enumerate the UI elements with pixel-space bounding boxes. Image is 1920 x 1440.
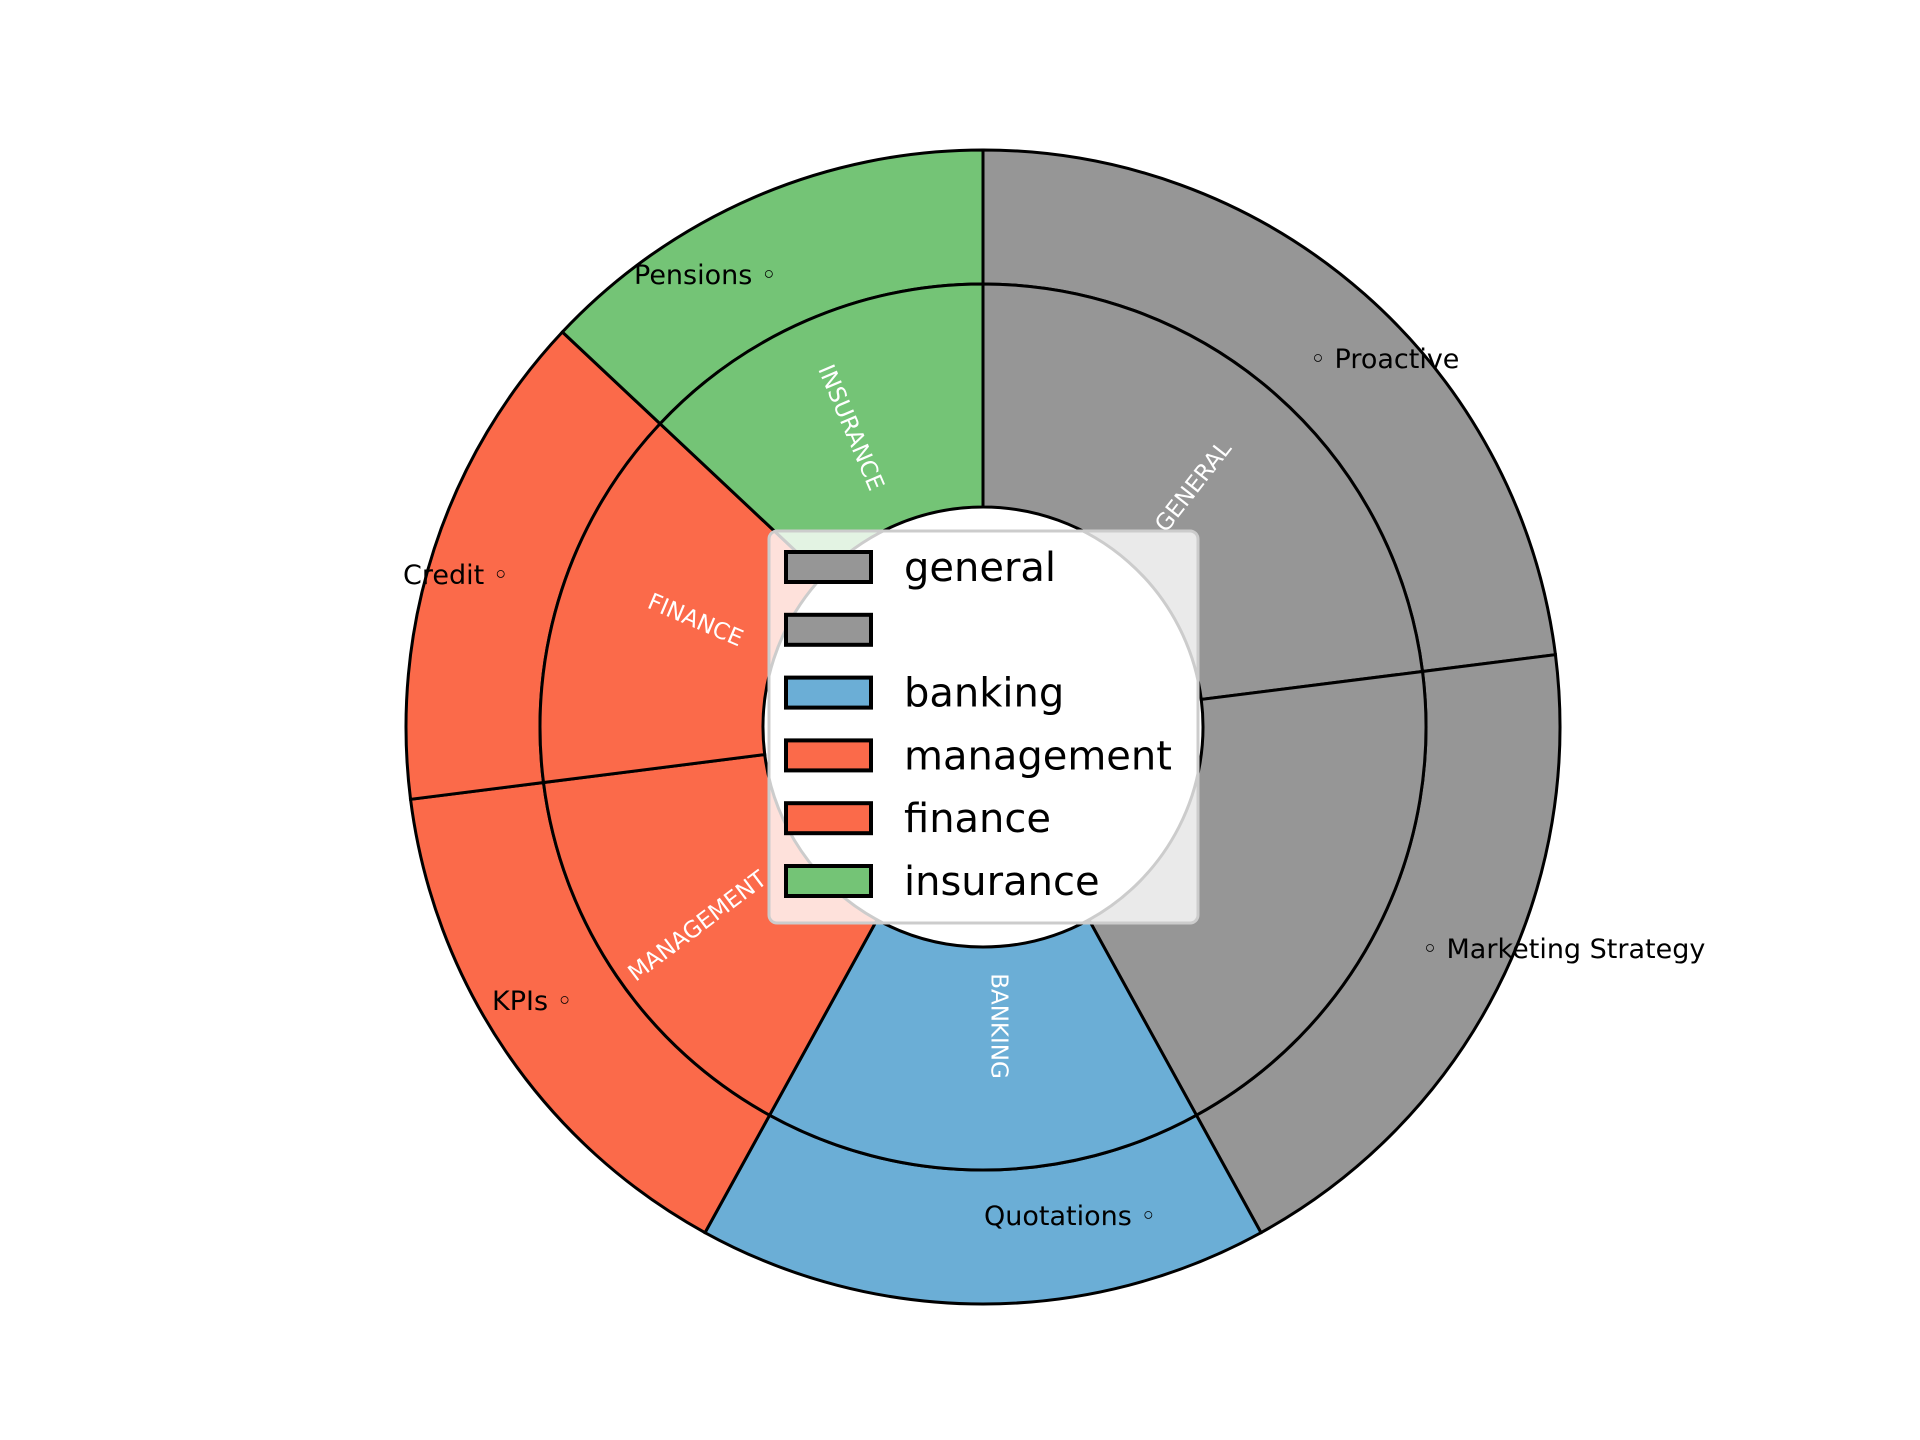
legend-swatch — [784, 612, 873, 647]
legend: general banking management finance insurance — [767, 529, 1200, 925]
legend-label: general — [904, 545, 1056, 591]
legend-label: finance — [904, 796, 1051, 842]
outer-label-kpis: KPIs ◦ — [492, 986, 573, 1017]
outer-label-pensions: Pensions ◦ — [634, 260, 777, 291]
legend-swatch — [784, 801, 873, 836]
inner-wedge-banking — [767, 917, 1199, 1172]
outer-label-marketing-strategy: ◦ Marketing Strategy — [1422, 934, 1705, 965]
outer-label-proactive: ◦ Proactive — [1310, 344, 1459, 375]
legend-frame — [767, 529, 1200, 925]
outer-ring-labels: ◦ Proactive ◦ Marketing StrategyQuotation… — [403, 260, 1705, 1232]
legend-entry-general: general — [784, 545, 1056, 591]
legend-swatch — [784, 550, 873, 584]
legend-label: banking — [904, 671, 1064, 717]
inner-wedge-insurance — [657, 282, 985, 579]
legend-entry-banking: banking — [784, 671, 1064, 717]
legend-entry-finance: finance — [784, 796, 1051, 842]
legend-label: insurance — [904, 859, 1100, 905]
legend-label: management — [904, 733, 1172, 779]
legend-entry-unnamed — [784, 612, 873, 647]
legend-swatch — [784, 864, 873, 898]
legend-entry-insurance: insurance — [784, 859, 1100, 905]
inner-ring — [538, 282, 1428, 1172]
outer-ring — [404, 148, 1562, 1306]
inner-label-banking: BANKING — [986, 973, 1012, 1079]
legend-swatch — [784, 675, 873, 710]
outer-label-quotations: Quotations ◦ — [984, 1201, 1156, 1232]
legend-swatch — [784, 738, 873, 773]
legend-entry-management: management — [784, 733, 1172, 779]
outer-label-credit: Credit ◦ — [403, 560, 509, 591]
